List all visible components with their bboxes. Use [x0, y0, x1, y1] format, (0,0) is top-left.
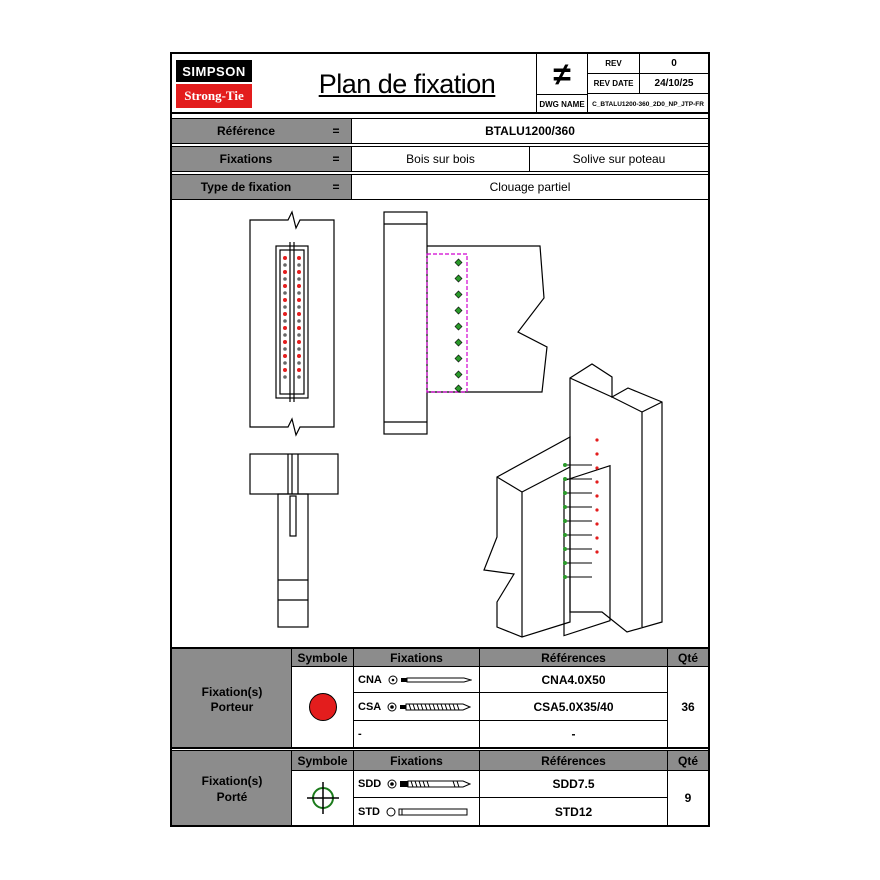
- technical-drawing: [249, 210, 663, 638]
- reference-equals: =: [332, 124, 340, 138]
- porteur-references-header: Références: [480, 647, 668, 667]
- fixations-value-1: Bois sur bois: [352, 146, 530, 172]
- porte-row1-code: SDD: [358, 778, 382, 790]
- porteur-row2-ref: CSA5.0X35/40: [480, 693, 668, 721]
- not-equal-icon: ≠: [553, 55, 571, 92]
- front-view: [249, 210, 335, 437]
- type-equals: =: [332, 180, 340, 194]
- porteur-qty-header: Qté: [668, 647, 708, 667]
- porte-fixations-header: Fixations: [354, 751, 480, 771]
- reference-value: BTALU1200/360: [352, 118, 708, 144]
- type-value: Clouage partiel: [352, 174, 708, 200]
- rev-label: REV: [588, 54, 640, 74]
- fastener-dots: [283, 256, 599, 579]
- porte-qty-header: Qté: [668, 751, 708, 771]
- porte-quantity: 9: [684, 791, 692, 805]
- header: [172, 54, 708, 114]
- cna-nail-icon: [388, 675, 472, 684]
- page-title: Plan de fixation: [318, 68, 496, 99]
- fixations-value-2: Solive sur poteau: [530, 146, 708, 172]
- rev-date-label: REV DATE: [588, 74, 640, 94]
- crosshair-symbol-icon: [306, 782, 339, 814]
- not-equal-box: [536, 54, 588, 114]
- porteur-row1-code: CNA: [358, 673, 382, 686]
- top-view: [249, 453, 339, 628]
- fixation-plan-sheet: SIMPSON Strong-Tie Plan de fixation ≠ DW…: [170, 52, 710, 827]
- porteur-fixations-header: Fixations: [354, 647, 480, 667]
- sdd-screw-icon: [387, 779, 472, 789]
- porteur-symbol-dot: [308, 693, 337, 721]
- side-view: [383, 211, 548, 435]
- rev-date-value: 24/10/25: [640, 74, 708, 94]
- rev-value: 0: [640, 54, 708, 74]
- porte-row1-ref: SDD7.5: [480, 771, 668, 798]
- porteur-row3-ref: -: [480, 721, 668, 747]
- strongtie-logo: Strong-Tie: [176, 84, 252, 108]
- porteur-label-2: Porteur: [210, 700, 254, 714]
- isometric-view: [483, 363, 663, 638]
- porte-row2-code: STD: [358, 805, 380, 818]
- porte-label-1: Fixation(s): [201, 774, 263, 788]
- std-dowel-icon: [386, 807, 468, 816]
- dwg-name-label: DWG NAME: [539, 99, 585, 109]
- porteur-row3-code: -: [354, 721, 480, 747]
- porte-row2-ref: STD12: [480, 798, 668, 825]
- porte-references-header: Références: [480, 751, 668, 771]
- csa-screw-icon: [387, 702, 472, 711]
- dwg-name-value: C_BTALU1200-360_2D0_NP_JTP-FR: [592, 100, 704, 108]
- porteur-row2-code: CSA: [358, 700, 382, 713]
- porteur-symbol-header: Symbole: [292, 647, 354, 667]
- porte-label-2: Porté: [216, 790, 248, 804]
- fixations-equals: =: [332, 152, 340, 166]
- porteur-row1-ref: CNA4.0X50: [480, 667, 668, 693]
- simpson-logo: SIMPSON: [176, 60, 252, 82]
- porteur-quantity: 36: [681, 700, 695, 714]
- reference-label: Référence: [216, 124, 276, 138]
- porteur-label-1: Fixation(s): [201, 685, 263, 699]
- type-label: Type de fixation: [200, 180, 292, 194]
- porte-symbol-header: Symbole: [292, 751, 354, 771]
- fixations-label: Fixations: [219, 152, 273, 166]
